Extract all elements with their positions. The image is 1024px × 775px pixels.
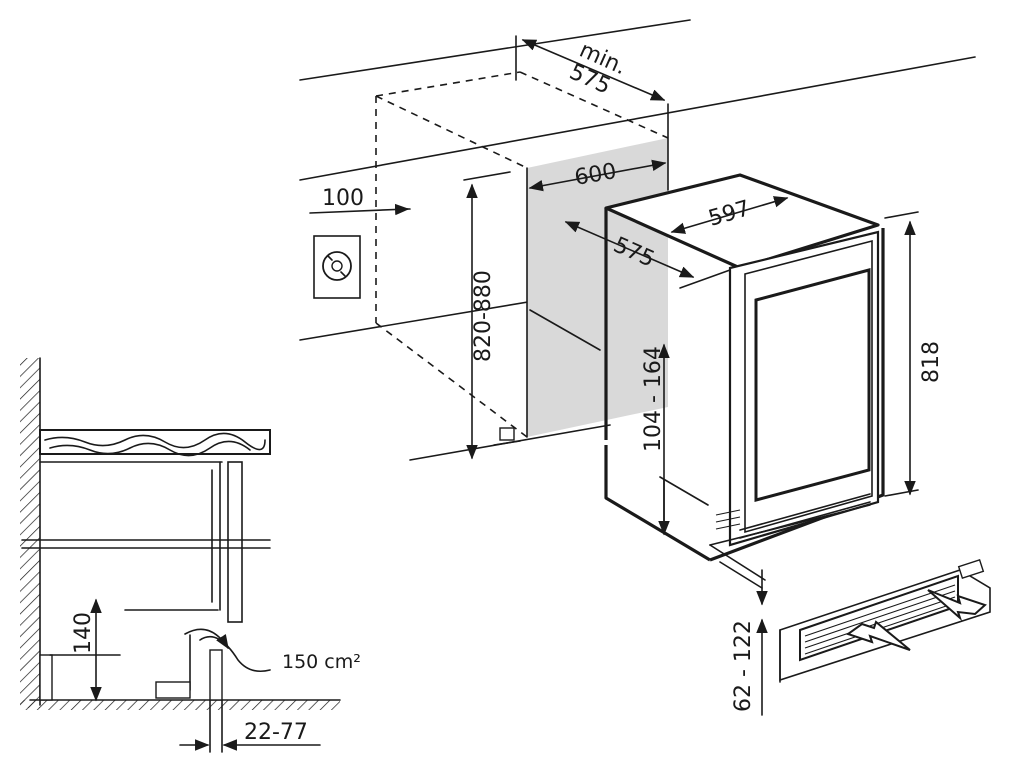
label-niche-height: 820-880 bbox=[471, 270, 496, 362]
vent-grille bbox=[779, 559, 991, 683]
dim-lines-appliance bbox=[564, 196, 919, 716]
wall-lines bbox=[299, 19, 976, 461]
label-foot-range: 62 - 122 bbox=[731, 620, 756, 712]
label-side-height: 140 bbox=[71, 612, 96, 654]
label-plinth-range: 104 - 164 bbox=[641, 346, 666, 452]
side-section bbox=[20, 357, 341, 753]
label-vent-area: 150 cm² bbox=[282, 651, 361, 673]
airflow-arrow-icon bbox=[845, 589, 987, 651]
niche-foot bbox=[493, 427, 521, 446]
label-door-offset: 22-77 bbox=[244, 720, 308, 745]
label-appliance-height: 818 bbox=[919, 341, 944, 383]
power-socket-icon bbox=[313, 235, 361, 299]
label-outlet-offset: 100 bbox=[322, 186, 364, 211]
dim-lines-niche bbox=[309, 35, 667, 460]
